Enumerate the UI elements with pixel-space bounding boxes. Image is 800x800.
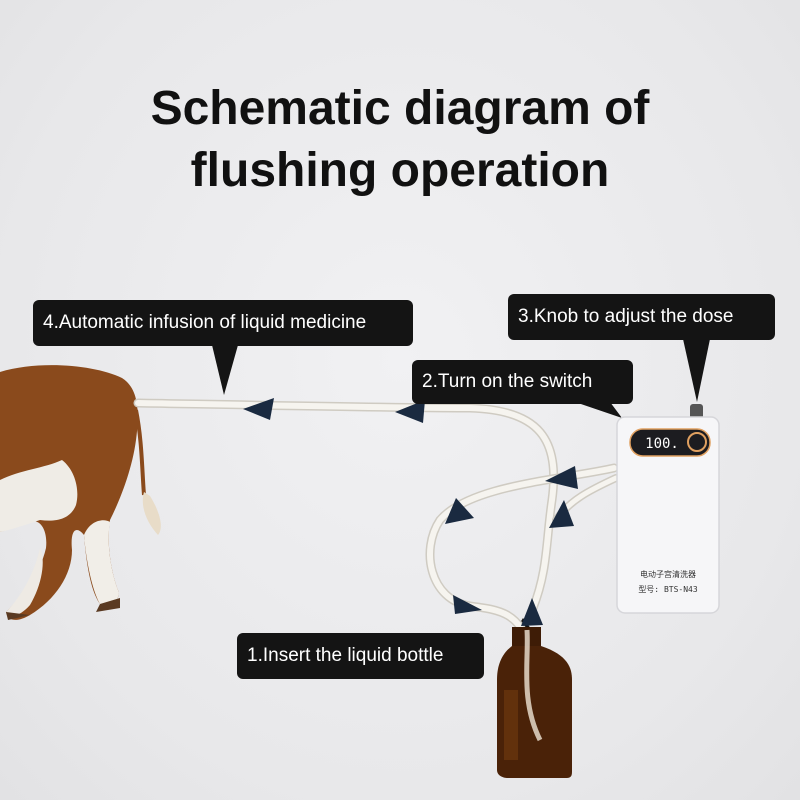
liquid-bottle — [497, 627, 572, 778]
flow-arrow-2 — [395, 400, 425, 423]
callout-step-1: 1.Insert the liquid bottle — [237, 633, 484, 679]
flow-arrow-1 — [243, 398, 274, 420]
callout-step-4: 4.Automatic infusion of liquid medicine — [33, 300, 413, 346]
callout-2-pointer — [575, 402, 622, 418]
callout-step-4-text: 4.Automatic infusion of liquid medicine — [43, 312, 367, 333]
display-readout: 100. — [645, 436, 679, 452]
flushing-device: 100. 电动子宫清洗器 型号: BTS-N43 — [616, 404, 720, 614]
title-line-2: flushing operation — [190, 144, 610, 197]
page-title: Schematic diagram of flushing operation — [0, 78, 800, 202]
callout-4-pointer — [212, 345, 238, 395]
callout-step-1-text: 1.Insert the liquid bottle — [247, 645, 444, 666]
flow-arrows — [243, 398, 578, 626]
device-label-cn: 电动子宫清洗器 — [640, 569, 696, 579]
flow-arrow-3 — [545, 466, 578, 489]
title-line-1: Schematic diagram of — [150, 82, 650, 135]
flow-arrow-4 — [445, 498, 474, 524]
callout-3-pointer — [683, 339, 710, 402]
device-model: 型号: BTS-N43 — [638, 585, 698, 594]
callout-step-2: 2.Turn on the switch — [412, 360, 633, 404]
callout-step-2-text: 2.Turn on the switch — [422, 371, 593, 392]
cow-illustration — [0, 365, 161, 620]
dose-knob[interactable] — [690, 404, 703, 419]
power-switch[interactable] — [687, 432, 707, 452]
callout-step-3: 3.Knob to adjust the dose — [508, 294, 775, 340]
flow-arrow-7 — [521, 598, 543, 626]
flow-arrow-5 — [549, 500, 574, 528]
callout-step-3-text: 3.Knob to adjust the dose — [518, 306, 734, 327]
tubing — [133, 398, 620, 655]
flow-arrow-6 — [453, 595, 482, 614]
